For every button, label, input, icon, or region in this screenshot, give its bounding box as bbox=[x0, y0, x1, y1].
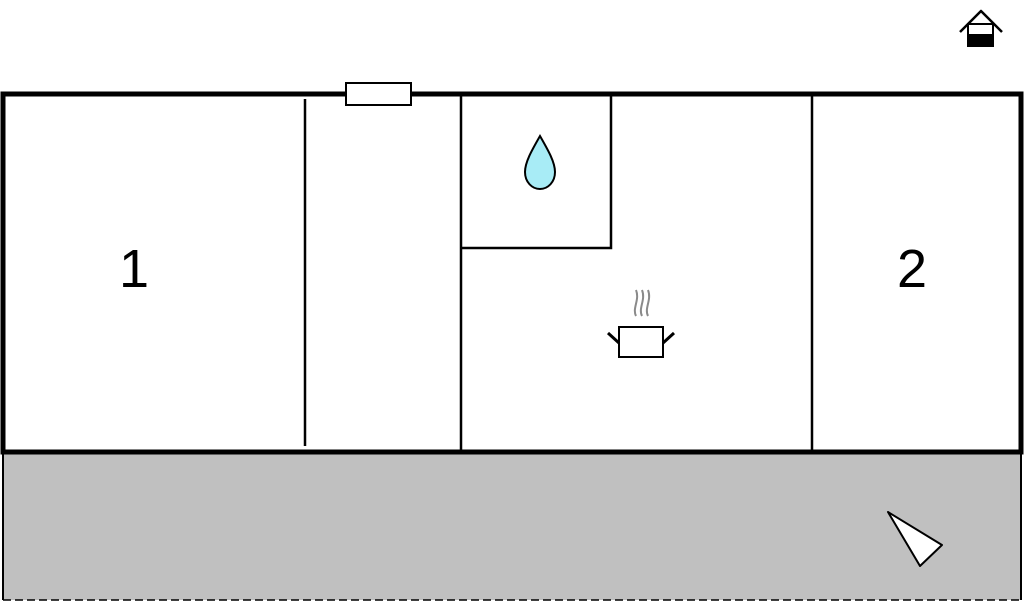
cooking-pot-icon bbox=[606, 289, 676, 358]
window-icon bbox=[345, 82, 412, 106]
north-arrow-icon bbox=[887, 511, 943, 567]
water-drop-icon bbox=[523, 133, 557, 191]
room-number-2: 2 bbox=[897, 239, 927, 299]
house-icon bbox=[959, 9, 1003, 47]
room-number-1: 1 bbox=[119, 239, 149, 299]
bathroom-wall bbox=[461, 94, 613, 250]
terrace-area bbox=[3, 453, 1021, 600]
outer-wall bbox=[0, 91, 1024, 455]
